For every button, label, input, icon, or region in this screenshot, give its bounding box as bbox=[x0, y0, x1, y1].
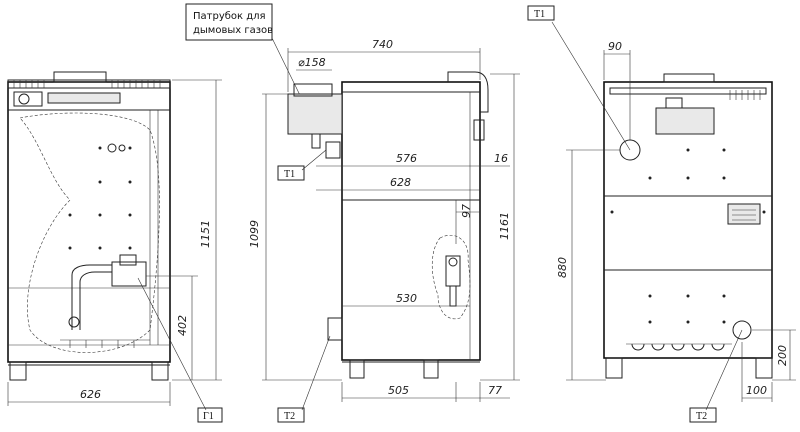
front-gas-pipe bbox=[71, 264, 112, 330]
front-pilot-icon bbox=[68, 316, 80, 328]
t2-middle-label: Т2 bbox=[284, 411, 295, 422]
side-body-outline bbox=[341, 81, 481, 361]
rear-data-plate bbox=[727, 203, 761, 225]
rear-burner-openings bbox=[631, 343, 725, 351]
side-gas-zone bbox=[431, 234, 471, 320]
front-sight-glass bbox=[107, 143, 117, 153]
dim-offset-97: 97 bbox=[460, 204, 473, 218]
dim-depth-total: 740 bbox=[372, 38, 393, 51]
rear-right-foot bbox=[755, 357, 773, 379]
rear-t2-hole bbox=[732, 320, 752, 340]
front-burner-tubes bbox=[69, 340, 135, 348]
flue-callout-box bbox=[185, 3, 273, 41]
side-flue-pipe bbox=[287, 93, 343, 135]
front-sight-glass-2 bbox=[118, 144, 126, 152]
dim-flue-diameter: ⌀158 bbox=[298, 56, 326, 69]
side-top-handle bbox=[447, 71, 489, 113]
front-vent-slots bbox=[13, 80, 161, 88]
side-front-foot bbox=[349, 359, 365, 379]
flue-callout-line2: дымовых газов bbox=[193, 25, 273, 36]
dim-depth-576: 576 bbox=[396, 152, 417, 165]
front-logo-plate bbox=[47, 92, 121, 104]
dim-height-200: 200 bbox=[776, 345, 789, 366]
front-gas-valve-head bbox=[119, 254, 137, 266]
dim-offset-77: 77 bbox=[488, 384, 502, 397]
t2-middle-box bbox=[277, 407, 305, 423]
rear-flue-outlet bbox=[655, 107, 715, 135]
rear-bolt-dots bbox=[648, 148, 726, 324]
front-top-cap bbox=[53, 71, 107, 83]
t1-middle-box bbox=[277, 165, 305, 181]
dim-width-front: 626 bbox=[80, 388, 101, 401]
side-view: Патрубок для дымовых газов Т1 Т2 bbox=[185, 3, 520, 423]
side-t2-fitting bbox=[327, 317, 343, 341]
dim-depth-628: 628 bbox=[390, 176, 411, 189]
front-top-strip bbox=[7, 79, 171, 89]
dim-depth-505: 505 bbox=[388, 384, 409, 397]
front-body-outline bbox=[7, 81, 171, 363]
front-left-foot bbox=[9, 361, 27, 381]
dim-height-1099: 1099 bbox=[248, 220, 261, 248]
rear-vent-slots bbox=[729, 90, 761, 100]
t2-right-label: Т2 bbox=[696, 411, 707, 422]
g1-label-box bbox=[197, 407, 223, 423]
rear-top-cap bbox=[663, 73, 715, 83]
g1-label: Г1 bbox=[203, 411, 214, 422]
side-gas-valve bbox=[445, 255, 461, 287]
t2-right-box bbox=[689, 407, 717, 423]
flue-callout-line1: Патрубок для bbox=[193, 11, 266, 22]
front-gauge-icon bbox=[18, 93, 30, 105]
front-bolt-dots bbox=[68, 146, 132, 250]
t1-right-label: Т1 bbox=[534, 9, 545, 20]
dim-height-880: 880 bbox=[556, 257, 569, 278]
side-rear-foot bbox=[423, 359, 439, 379]
dim-offset-16: 16 bbox=[494, 152, 508, 165]
dim-height-front-total: 1151 bbox=[199, 220, 212, 248]
t1-right-box bbox=[527, 5, 555, 21]
rear-view: Т1 Т2 bbox=[527, 5, 796, 423]
front-view: 626 1151 402 Г1 bbox=[7, 71, 223, 423]
dim-offset-100: 100 bbox=[746, 384, 767, 397]
front-service-zone bbox=[19, 112, 160, 353]
side-rear-bracket bbox=[473, 119, 485, 141]
dim-height-1161: 1161 bbox=[498, 212, 511, 240]
dim-offset-90: 90 bbox=[608, 40, 622, 53]
side-flue-collar bbox=[293, 83, 333, 97]
front-control-knob bbox=[13, 91, 43, 107]
dim-height-g1: 402 bbox=[176, 315, 189, 336]
side-t1-fitting bbox=[325, 141, 341, 159]
t1-middle-label: Т1 bbox=[284, 169, 295, 180]
front-gas-valve bbox=[111, 261, 147, 287]
dim-depth-530: 530 bbox=[396, 292, 417, 305]
front-right-foot bbox=[151, 361, 169, 381]
rear-left-foot bbox=[605, 357, 623, 379]
